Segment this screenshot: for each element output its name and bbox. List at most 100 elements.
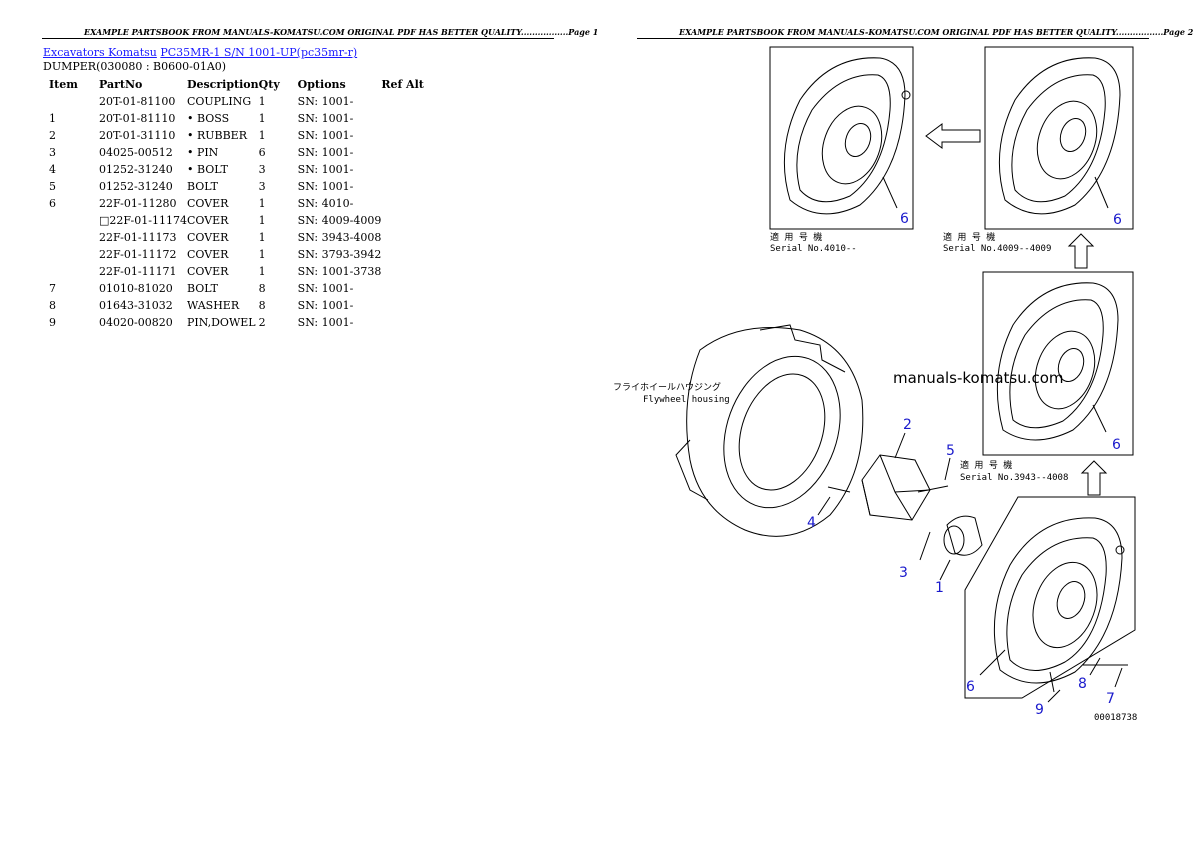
breadcrumb-link-excavators[interactable]: Excavators Komatsu — [43, 46, 157, 59]
cell-description: • BOSS — [186, 112, 230, 125]
cell-qty: 1 — [258, 265, 266, 278]
breadcrumb: Excavators Komatsu PC35MR-1 S/N 1001-UP(… — [43, 46, 357, 59]
cell-qty: 1 — [258, 231, 266, 244]
cell-refalt — [381, 212, 441, 229]
breadcrumb-link-model[interactable]: PC35MR-1 S/N 1001-UP(pc35mr-r) — [160, 46, 358, 59]
cell-partno: 01643-31032 — [99, 299, 173, 312]
cell-item: 9 — [49, 316, 56, 329]
applicable-label-1: 適 用 号 機 — [770, 231, 822, 243]
col-header-description: Description — [186, 78, 259, 91]
callout-9: 9 — [1035, 702, 1044, 718]
cell-qty: 1 — [258, 95, 266, 108]
cell-partno: 04020-00820 — [99, 316, 173, 329]
cell-qty: 1 — [258, 197, 266, 210]
cell-qty: 1 — [258, 129, 266, 142]
cell-partno: 20T-01-81100 — [99, 95, 176, 108]
cell-options: SN: 1001- — [297, 129, 354, 142]
cover-panel-top-right — [984, 46, 1134, 230]
cell-description: WASHER — [186, 299, 240, 312]
cell-qty: 1 — [258, 112, 266, 125]
cell-refalt — [381, 280, 441, 297]
page-header-left: EXAMPLE PARTSBOOK FROM MANUALS-KOMATSU.C… — [84, 27, 599, 37]
arrow-up-1 — [1067, 233, 1095, 269]
col-header-qty: Qty — [258, 78, 280, 91]
section-title: DUMPER(030080 : B0600-01A0) — [43, 60, 227, 73]
cell-description: • RUBBER — [186, 129, 247, 142]
cell-options: SN: 1001- — [297, 163, 354, 176]
cell-partno: 01252-31240 — [99, 163, 173, 176]
cell-item: 7 — [49, 282, 56, 295]
callout-4: 4 — [807, 515, 816, 531]
cell-options: SN: 3793-3942 — [297, 248, 382, 261]
cover-plate-top-left — [783, 57, 906, 215]
table-row: 8 01643-31032 WASHER 8 SN: 1001- — [43, 297, 441, 314]
cell-item: 1 — [49, 112, 56, 125]
coupling-boss — [946, 515, 983, 556]
cell-qty: 8 — [258, 299, 266, 312]
cell-options: SN: 3943-4008 — [297, 231, 382, 244]
cell-partno: 04025-00512 — [99, 146, 173, 159]
cover-plate-top-right — [998, 57, 1121, 215]
cell-item — [43, 212, 85, 229]
serial-label-3: Serial No.3943--4008 — [960, 473, 1068, 483]
cell-partno: 01252-31240 — [99, 180, 173, 193]
cell-item — [43, 263, 85, 280]
callout-6-top-right: 6 — [1113, 212, 1122, 228]
cell-options: SN: 1001- — [297, 282, 354, 295]
cell-options: SN: 1001- — [297, 112, 354, 125]
cell-refalt — [381, 110, 441, 127]
cell-options: SN: 1001- — [297, 180, 354, 193]
cell-item: 5 — [49, 180, 56, 193]
callout-6-middle: 6 — [1112, 437, 1121, 453]
flywheel-label-en: Flywheel housing — [643, 395, 730, 405]
cell-options: SN: 4010- — [297, 197, 354, 210]
cell-description: COVER — [186, 231, 229, 244]
cover-panel-top-left — [769, 46, 914, 230]
cell-refalt — [381, 263, 441, 280]
cell-qty: 6 — [258, 146, 266, 159]
cell-item: 8 — [49, 299, 56, 312]
col-header-refalt: Ref Alt — [381, 78, 424, 91]
cell-options: SN: 1001- — [297, 316, 354, 329]
cell-options: SN: 1001-3738 — [297, 265, 382, 278]
cover-plate-bottom — [993, 517, 1123, 684]
cell-refalt — [381, 195, 441, 212]
cell-refalt — [381, 314, 441, 331]
col-header-options: Options — [297, 78, 346, 91]
cell-partno: 22F-01-11171 — [99, 265, 177, 278]
cell-qty: 2 — [258, 316, 266, 329]
cell-refalt — [381, 161, 441, 178]
bolt-4 — [827, 486, 851, 493]
arrow-left — [925, 123, 981, 149]
flywheel-housing — [686, 327, 864, 537]
cover-plate-middle-right — [996, 282, 1119, 441]
cell-qty: 8 — [258, 282, 266, 295]
callout-3: 3 — [899, 565, 908, 581]
callout-6-top-left: 6 — [900, 211, 909, 227]
callout-8: 8 — [1078, 676, 1087, 692]
cell-options: SN: 1001- — [297, 299, 354, 312]
cell-partno: 20T-01-81110 — [99, 112, 176, 125]
serial-label-2: Serial No.4009--4009 — [943, 244, 1051, 254]
flywheel-label-jp: フライホイールハウジング — [613, 381, 721, 393]
cell-item — [43, 229, 85, 246]
cell-options: SN: 4009-4009 — [297, 214, 382, 227]
cell-description: • PIN — [186, 146, 219, 159]
cell-description: PIN,DOWEL — [186, 316, 256, 329]
cell-item — [43, 246, 85, 263]
serial-label-1: Serial No.4010-- — [770, 244, 857, 254]
callout-5: 5 — [946, 443, 955, 459]
cell-qty: 1 — [258, 248, 266, 261]
cell-item: 4 — [49, 163, 56, 176]
cell-refalt — [381, 297, 441, 314]
